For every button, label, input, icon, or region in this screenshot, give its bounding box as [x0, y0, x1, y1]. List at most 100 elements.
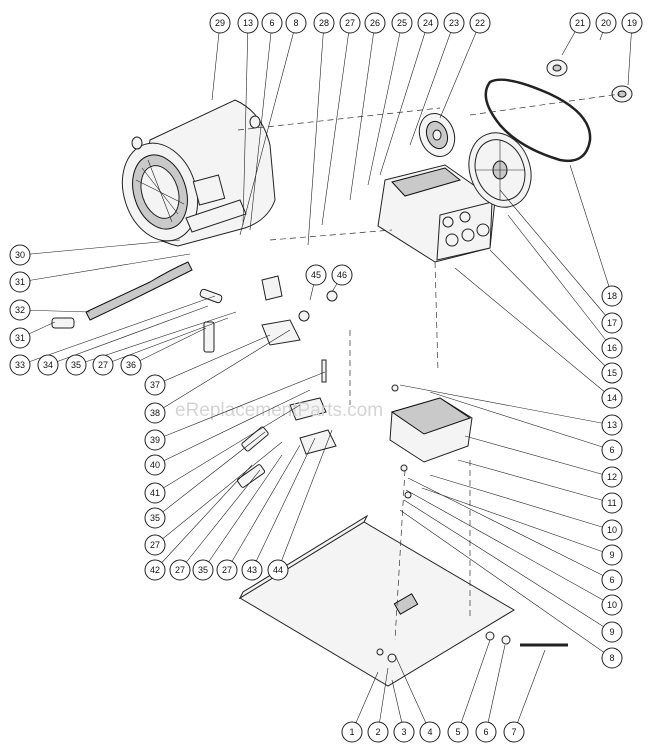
callout-circle: [601, 519, 623, 541]
leader-line-26: [349, 22, 376, 201]
callout-number: 17: [607, 318, 617, 328]
callout-circle: [443, 12, 465, 34]
callout-number: 35: [71, 360, 81, 370]
callout-circle: [475, 721, 497, 743]
pump-pulley: [418, 113, 456, 157]
callout-circle: [144, 559, 166, 581]
callout-number: 10: [607, 600, 617, 610]
callout-number: 33: [15, 360, 25, 370]
callout-circle: [144, 482, 166, 504]
callout-circle: [447, 721, 469, 743]
callout-12: 12: [601, 466, 623, 488]
leader-line-2: [377, 667, 389, 733]
callout-9: 9: [601, 544, 623, 566]
callout-circle: [601, 569, 623, 591]
callout-42: 42: [144, 559, 166, 581]
leader-line-36: [130, 327, 207, 366]
callout-circle: [419, 721, 441, 743]
leader-lines: [19, 22, 633, 733]
callout-circle: [65, 354, 87, 376]
callout-14: 14: [601, 387, 623, 409]
leader-line-27: [179, 469, 261, 571]
callout-number: 32: [15, 305, 25, 315]
callout-6: 6: [601, 439, 623, 461]
base-plate: [238, 514, 515, 687]
callout-circle: [9, 299, 31, 321]
leader-line-43: [251, 437, 316, 571]
callout-number: 7: [511, 727, 516, 737]
leader-line-10: [405, 489, 613, 606]
pump-assembly: [377, 164, 496, 263]
leader-line-33: [19, 295, 216, 366]
leader-line-6: [407, 477, 613, 581]
callout-circle: [285, 12, 307, 34]
leader-line-1: [351, 671, 379, 733]
callout-27: 27: [216, 559, 238, 581]
callout-circle: [331, 264, 353, 286]
callout-6: 6: [261, 12, 283, 34]
callout-27: 27: [144, 534, 166, 556]
callout-number: 44: [273, 565, 283, 575]
callout-28: 28: [313, 12, 335, 34]
leader-line-37: [154, 334, 271, 386]
callout-number: 21: [575, 18, 585, 28]
callout-46: 46: [331, 264, 353, 286]
callout-circle: [144, 534, 166, 556]
callout-circle: [261, 12, 283, 34]
leader-line-27: [102, 317, 229, 366]
callout-circle: [469, 12, 491, 34]
leader-line-9: [403, 499, 613, 633]
leader-line-44: [277, 429, 333, 571]
leader-line-6: [429, 391, 613, 451]
callout-number: 35: [150, 513, 160, 523]
motor-pulley: [468, 132, 532, 208]
callout-circle: [169, 559, 191, 581]
assembly-lines: [237, 93, 621, 641]
electrical-box: [389, 397, 473, 463]
leader-line-7: [513, 649, 546, 733]
callout-29: 29: [209, 12, 231, 34]
leader-line-27: [226, 444, 301, 571]
callout-6: 6: [475, 721, 497, 743]
callout-number: 24: [423, 18, 433, 28]
leader-line-31: [19, 253, 191, 283]
callout-number: 27: [175, 565, 185, 575]
callout-10: 10: [601, 594, 623, 616]
callout-39: 39: [144, 429, 166, 451]
callout-circle: [601, 492, 623, 514]
callout-number: 20: [601, 18, 611, 28]
callout-8: 8: [285, 12, 307, 34]
leader-line-27: [154, 441, 283, 546]
callout-number: 28: [319, 18, 329, 28]
callout-circle: [144, 402, 166, 424]
callout-circle: [601, 439, 623, 461]
callout-number: 25: [397, 18, 407, 28]
callout-number: 14: [607, 393, 617, 403]
callout-circle: [37, 354, 59, 376]
callout-number: 43: [247, 565, 257, 575]
callout-26: 26: [364, 12, 386, 34]
callout-number: 29: [215, 18, 225, 28]
leader-line-8: [399, 509, 613, 659]
callout-number: 4: [427, 727, 432, 737]
callout-number: 38: [150, 408, 160, 418]
leader-line-16: [507, 214, 613, 349]
callout-number: 13: [243, 18, 253, 28]
callout-number: 45: [311, 270, 321, 280]
callout-number: 16: [607, 343, 617, 353]
callout-circle: [9, 354, 31, 376]
leader-line-28: [307, 22, 325, 246]
callout-circle: [267, 559, 289, 581]
callout-30: 30: [9, 244, 31, 266]
callout-circle: [364, 12, 386, 34]
callout-circle: [601, 387, 623, 409]
callout-21: 21: [569, 12, 591, 34]
callout-45: 45: [305, 264, 327, 286]
leader-line-32: [19, 309, 91, 313]
callout-number: 15: [607, 368, 617, 378]
callout-5: 5: [447, 721, 469, 743]
callout-circle: [503, 721, 525, 743]
callout-circle: [216, 559, 238, 581]
callout-number: 46: [337, 270, 347, 280]
